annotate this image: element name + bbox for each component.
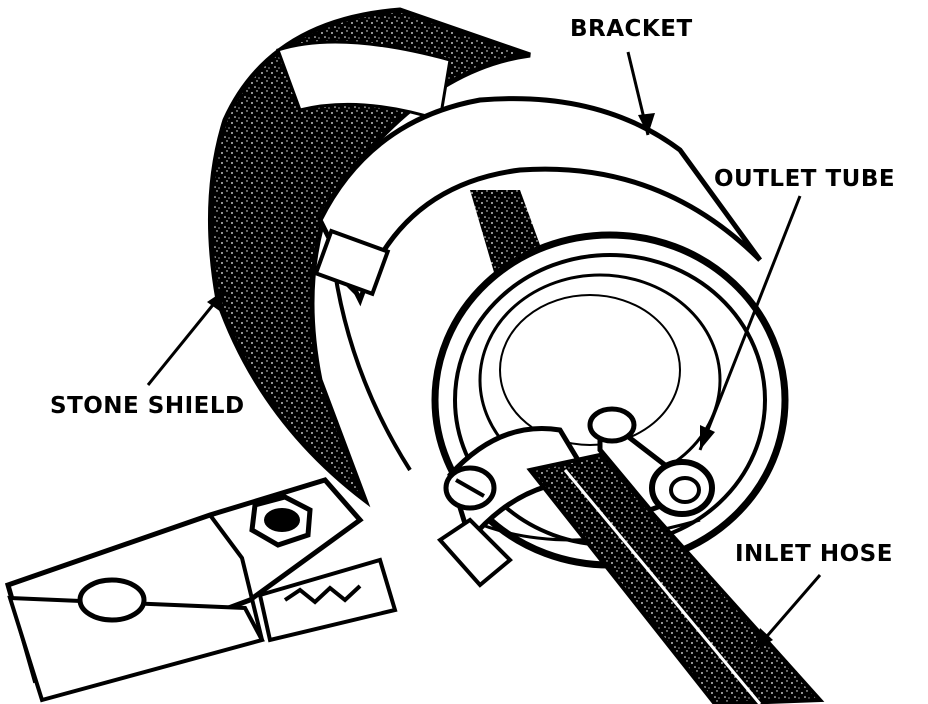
inlet-hose <box>526 452 825 704</box>
label-bracket: BRACKET <box>570 16 693 42</box>
bracket-arrowhead <box>638 113 655 135</box>
label-stone-shield: STONE SHIELD <box>50 393 245 419</box>
label-outlet-tube: OUTLET TUBE <box>714 166 896 192</box>
stone-shield-arrowhead <box>207 290 225 312</box>
stone-shield-leader <box>146 289 227 386</box>
strap-bolt <box>249 494 313 548</box>
outlet-tube <box>587 406 715 517</box>
label-inlet-hose: INLET HOSE <box>735 541 893 567</box>
leader-lines <box>146 51 822 651</box>
mounting-strap <box>4 477 398 703</box>
outlet-tube-arrowhead <box>700 425 715 450</box>
outlet-tube-leader <box>698 195 802 451</box>
strap-hole <box>77 577 147 623</box>
inlet-hose-arrowhead <box>755 628 773 650</box>
